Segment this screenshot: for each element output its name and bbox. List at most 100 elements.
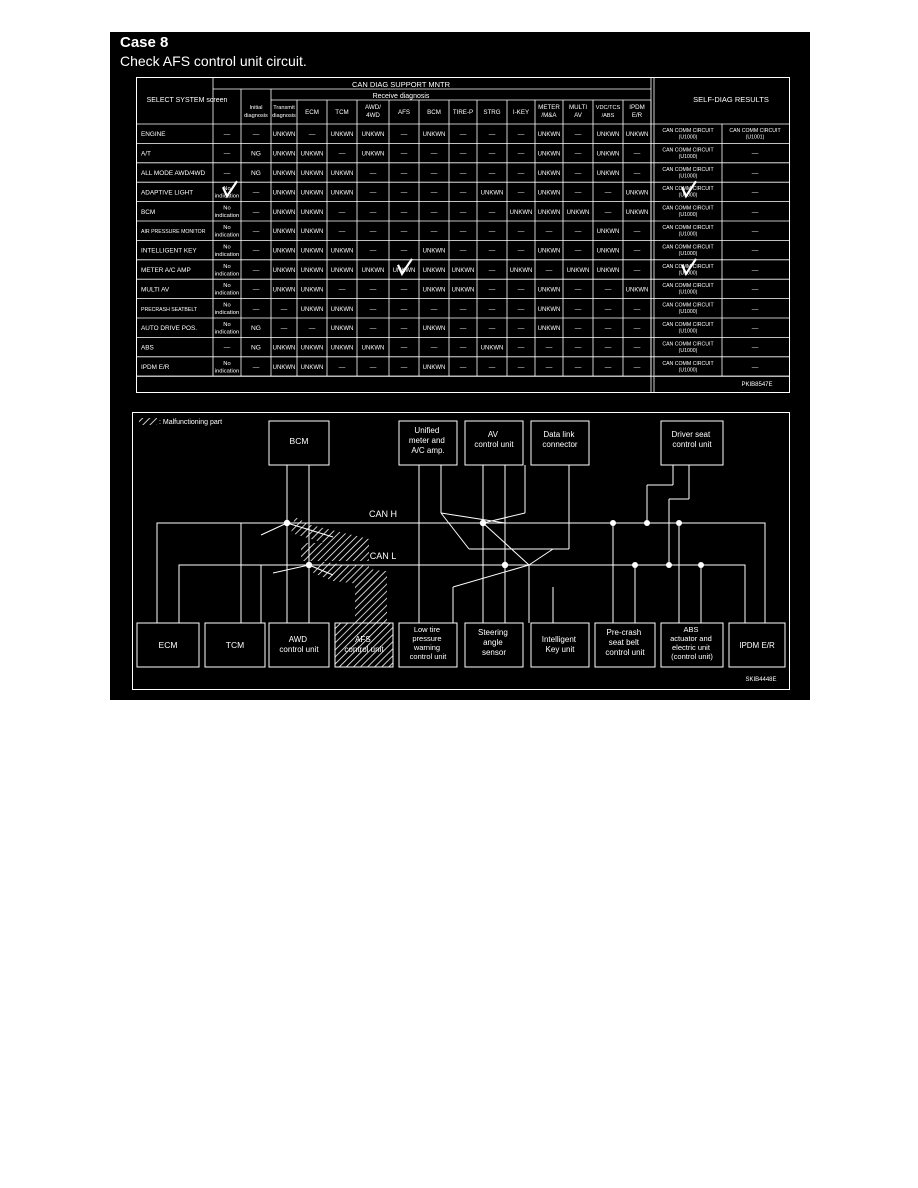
self-diag-code: (U1000) (679, 193, 698, 199)
diag-cell: — (489, 248, 496, 255)
diag-cell: — (489, 228, 496, 235)
diag-cell: UNKWN (538, 307, 561, 313)
diag-cell: — (281, 325, 288, 332)
self-diag-result: CAN COMM CIRCUIT (662, 206, 714, 212)
column-header: diagnosis (244, 113, 268, 119)
diag-cell: — (634, 364, 641, 371)
can-wiring-diagram: : Malfunctioning part (136, 418, 786, 683)
self-diag-result: CAN COMM CIRCUIT (662, 303, 714, 309)
diag-cell: — (401, 345, 408, 352)
system-name: ENGINE (141, 131, 166, 138)
intelligent-key-unit-label: Intelligent Key unit (542, 635, 578, 654)
diag-cell: UNKWN (301, 268, 324, 274)
diag-cell: UNKWN (423, 249, 446, 255)
bottom-control-units: ECM TCM AWD control unit AFS control uni… (136, 622, 786, 668)
column-header: I-KEY (513, 109, 529, 116)
tcm-unit-box (204, 622, 266, 668)
diag-cell: — (518, 364, 525, 371)
diag-cell: UNKWN (423, 132, 446, 138)
system-name: MULTI AV (141, 286, 170, 293)
self-diag-result: CAN COMM CIRCUIT (662, 167, 714, 173)
can-bus-lines (156, 465, 766, 623)
diag-cell: — (634, 306, 641, 313)
diag-cell: — (431, 170, 438, 177)
intelligent-key-unit-box (530, 622, 590, 668)
diag-cell: — (339, 364, 346, 371)
diag-cell: UNKWN (273, 152, 296, 158)
can-diag-table: CAN DIAG SUPPORT MNTR Receive diagnosis … (137, 78, 789, 392)
column-header: MULTI (569, 104, 587, 111)
self-diag-code: (U1000) (679, 154, 698, 160)
diag-cell: UNKWN (331, 326, 354, 332)
diag-cell: — (605, 345, 612, 352)
diag-cell: — (370, 286, 377, 293)
check-mark-icon (680, 180, 697, 199)
self-diag-code: (U1000) (679, 212, 698, 218)
diag-cell: — (370, 248, 377, 255)
column-header: E/R (632, 112, 643, 119)
diag-cell: — (431, 151, 438, 158)
awd-unit-box (268, 622, 330, 668)
system-name: PRECRASH SEATBELT (141, 307, 198, 313)
system-name: ABS (141, 345, 154, 352)
diag-cell: — (518, 228, 525, 235)
diag-cell: UNKWN (331, 190, 354, 196)
diag-cell: UNKWN (626, 210, 649, 216)
column-header: TIRE-P (453, 109, 473, 116)
diag-cell: — (401, 151, 408, 158)
diag-cell: — (634, 170, 641, 177)
diag-cell: — (309, 131, 316, 138)
column-header: Transmit (273, 105, 295, 111)
self-diag-code: (U1000) (679, 367, 698, 373)
self-diag-code: (U1000) (679, 348, 698, 354)
diag-cell: — (401, 131, 408, 138)
diag-cell: — (401, 170, 408, 177)
diag-cell: UNKWN (273, 210, 296, 216)
diag-cell: — (634, 248, 641, 255)
diag-cell: UNKWN (301, 229, 324, 235)
receive-header: Receive diagnosis (373, 93, 430, 100)
diag-cell: — (339, 209, 346, 216)
self-diag-code: (U1000) (679, 135, 698, 141)
column-header: IPDM (629, 104, 644, 111)
system-name: ALL MODE AWD/4WD (141, 170, 206, 177)
diag-cell: — (518, 248, 525, 255)
diag-cell: UNKWN (362, 346, 385, 352)
diag-cell: UNKWN (301, 365, 324, 371)
table-figure-code: PKIB8547E (741, 382, 772, 388)
diag-cell: — (605, 325, 612, 332)
self-diag-result: — (752, 286, 759, 293)
diag-cell: — (339, 286, 346, 293)
screen-indication: — (224, 170, 231, 177)
diag-cell: — (489, 267, 496, 274)
diag-cell: — (431, 345, 438, 352)
diag-cell: — (431, 209, 438, 216)
diag-cell: — (518, 286, 525, 293)
bcm-unit-box (268, 420, 330, 466)
diag-cell: UNKWN (362, 152, 385, 158)
abs-unit-label: ABS actuator and electric unit (control … (670, 625, 714, 661)
diag-cell: — (575, 286, 582, 293)
diag-cell: — (634, 345, 641, 352)
check-mark-icon (680, 258, 697, 277)
self-diag-result: CAN COMM CIRCUIT (729, 128, 781, 134)
diag-cell: — (634, 151, 641, 158)
diag-cell: UNKWN (273, 229, 296, 235)
column-header: /M&A (541, 112, 557, 119)
diag-cell: — (634, 228, 641, 235)
diag-cell: — (281, 306, 288, 313)
self-diag-result: — (752, 228, 759, 235)
check-mark-icon (221, 180, 238, 199)
diag-cell: — (518, 345, 525, 352)
steering-sensor-label: Steering angle sensor (478, 628, 510, 657)
diag-cell: — (518, 306, 525, 313)
column-header: BCM (427, 109, 441, 116)
diag-cell: UNKWN (626, 287, 649, 293)
table-grid (137, 78, 789, 392)
diag-cell: UNKWN (538, 152, 561, 158)
self-diag-result: — (752, 364, 759, 371)
